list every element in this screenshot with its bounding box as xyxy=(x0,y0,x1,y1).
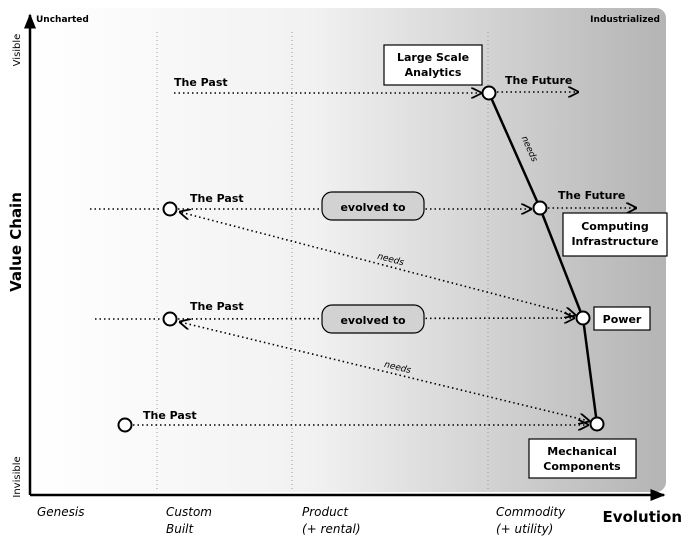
past-label-computing: The Past xyxy=(190,192,244,205)
component-label-analytics-line2: Analytics xyxy=(405,66,462,79)
past-label-analytics: The Past xyxy=(174,76,228,89)
evolved-to-badge-upper: evolved to xyxy=(321,191,425,221)
stage-label-commodity-line1: Commodity xyxy=(496,505,566,519)
node-analytics xyxy=(481,85,497,101)
node-power-past xyxy=(162,311,178,327)
component-box-computing: Computing Infrastructure xyxy=(562,212,668,257)
node-mechanical xyxy=(589,416,605,432)
component-label-analytics-line1: Large Scale xyxy=(397,51,469,64)
stage-label-genesis: Genesis xyxy=(37,505,85,519)
future-label-analytics: The Future xyxy=(505,74,572,87)
component-label-computing-line1: Computing xyxy=(581,220,649,233)
component-box-mechanical: Mechanical Components xyxy=(528,438,637,479)
x-axis-title: Evolution xyxy=(603,508,682,526)
past-label-power: The Past xyxy=(190,300,244,313)
stage-label-product-line2: (+ rental) xyxy=(302,522,361,536)
component-label-power: Power xyxy=(603,313,642,326)
component-label-computing-line2: Infrastructure xyxy=(571,235,658,248)
stage-label-custom-line1: Custom xyxy=(166,505,212,519)
node-power xyxy=(575,310,591,326)
component-box-analytics: Large Scale Analytics xyxy=(383,44,483,86)
future-label-computing: The Future xyxy=(558,189,625,202)
evolved-to-label-upper: evolved to xyxy=(340,201,406,214)
component-label-mechanical-line1: Mechanical xyxy=(547,445,617,458)
stage-label-custom-line2: Built xyxy=(166,522,195,536)
chain-link-analytics-computing xyxy=(487,92,542,209)
node-mechanical-past xyxy=(117,417,133,433)
node-computing-past xyxy=(162,201,178,217)
node-computing xyxy=(532,200,548,216)
y-axis-top-label: Visible xyxy=(12,34,23,67)
y-axis-title: Value Chain xyxy=(7,192,25,292)
corner-label-uncharted: Uncharted xyxy=(36,15,89,25)
component-box-power: Power xyxy=(593,306,651,331)
corner-label-industrialized: Industrialized xyxy=(590,15,660,25)
needs-line-power-to-computing-past xyxy=(180,212,575,315)
y-axis-bottom-label: Invisible xyxy=(12,456,23,497)
stage-label-product-line1: Product xyxy=(302,505,349,519)
past-label-mechanical: The Past xyxy=(143,409,197,422)
evolved-to-label-lower: evolved to xyxy=(340,314,406,327)
stage-label-commodity-line2: (+ utility) xyxy=(496,522,553,536)
component-label-mechanical-line2: Components xyxy=(543,460,621,473)
evolved-to-badge-lower: evolved to xyxy=(321,304,425,334)
